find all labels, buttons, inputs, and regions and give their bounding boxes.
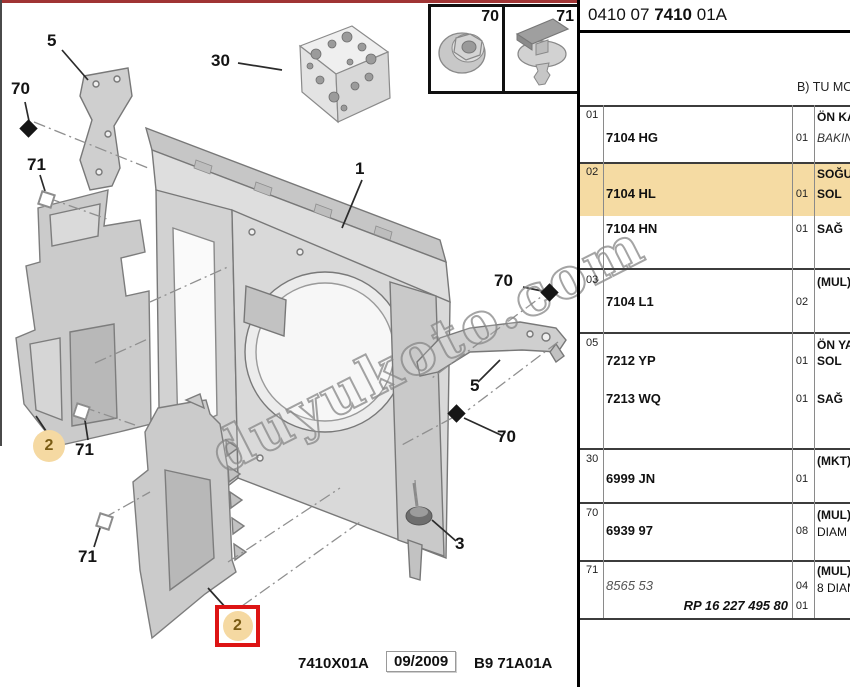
model-note: B) TU MO <box>796 80 850 94</box>
row-line <box>580 618 850 620</box>
column-line-qty <box>792 105 793 618</box>
highlighted-row-band <box>580 164 850 216</box>
row30-desc1: (MKT) <box>817 454 850 468</box>
row02-qty: 01 <box>795 188 809 200</box>
callout-70-bottom-right[interactable]: 70 <box>497 427 516 446</box>
row-line <box>580 162 850 164</box>
row70-desc2: DIAM <box>817 525 847 539</box>
row-line <box>580 560 850 562</box>
column-line-ref <box>603 105 604 618</box>
row30-qty: 01 <box>795 473 809 485</box>
row71-desc1: (MUL) <box>817 564 850 578</box>
row05b-qty: 01 <box>795 393 809 405</box>
row70-ref[interactable]: 70 <box>586 507 599 519</box>
callout-30[interactable]: 30 <box>211 51 230 70</box>
row71-part[interactable]: 8565 53 <box>606 578 653 593</box>
column-line-desc <box>814 105 815 618</box>
row01-part[interactable]: 7104 HG <box>606 130 659 145</box>
row70-desc1: (MUL) <box>817 508 850 522</box>
callout-2-selection-box[interactable]: 2 <box>215 605 260 647</box>
row03-part[interactable]: 7104 L1 <box>606 294 654 309</box>
row71-desc2: 8 DIAM <box>817 581 850 595</box>
parts-table: 0410 07 7410 01A B) TU MO 01 7104 HG 01 … <box>577 0 850 687</box>
part-5-right-bracket <box>416 321 567 377</box>
row03-qty: 02 <box>795 296 809 308</box>
row-line <box>580 105 850 107</box>
callout-5-left[interactable]: 5 <box>47 31 57 50</box>
part-30-hardware-kit <box>298 25 391 124</box>
part-3-grommet <box>405 482 433 526</box>
part-5-left-bracket <box>79 67 133 191</box>
row05-desc2: SOL <box>817 354 842 368</box>
callout-2-bottom-highlighted[interactable]: 2 <box>222 611 253 641</box>
row71-ref[interactable]: 71 <box>586 564 599 576</box>
title-suffix: 01A <box>692 5 727 24</box>
inset-nut-70: 70 <box>428 4 505 94</box>
row05b-part[interactable]: 7213 WQ <box>606 391 661 406</box>
row02-part[interactable]: 7104 HL <box>606 186 656 201</box>
row05-part[interactable]: 7212 YP <box>606 353 656 368</box>
inset-clip-71: 71 <box>502 4 580 94</box>
row71-rp-number[interactable]: RP 16 227 495 80 <box>683 598 788 613</box>
caption-ref: B9 71A01A <box>474 655 553 672</box>
inset-70-label: 70 <box>481 8 499 25</box>
row05-desc1: ÖN YA <box>817 338 850 352</box>
row05b-desc: SAĞ <box>817 392 844 406</box>
row02-desc1: SOĞU <box>817 167 850 181</box>
callout-5-right[interactable]: 5 <box>470 376 480 395</box>
inset-71-label: 71 <box>556 8 574 25</box>
part-2-lower-deflector <box>132 393 248 640</box>
row71-qty: 04 <box>795 580 809 592</box>
row03-ref[interactable]: 03 <box>586 274 599 286</box>
row03-desc1: (MUL) <box>817 275 850 289</box>
row02b-qty: 01 <box>795 223 809 235</box>
row-line <box>580 502 850 504</box>
row01-desc1: ÖN KA <box>817 110 850 124</box>
row01-qty: 01 <box>795 132 809 144</box>
row05-qty: 01 <box>795 355 809 367</box>
row02-ref[interactable]: 02 <box>586 166 599 178</box>
callout-71-bottom-left[interactable]: 71 <box>78 547 97 566</box>
row-line <box>580 448 850 450</box>
title-bold: 7410 <box>654 5 693 24</box>
row-line <box>580 268 850 270</box>
clip-icon <box>515 18 570 86</box>
callout-71-top-left[interactable]: 71 <box>27 155 46 174</box>
nut-icon <box>438 32 486 74</box>
top-red-border <box>0 0 578 3</box>
row30-part[interactable]: 6999 JN <box>606 471 656 486</box>
part-2-left-deflector <box>15 189 152 447</box>
row71-rp-qty: 01 <box>795 600 809 612</box>
row02b-desc: SAĞ <box>817 222 844 236</box>
row05-ref[interactable]: 05 <box>586 337 599 349</box>
title-divider <box>580 30 850 33</box>
page-title: 0410 07 7410 01A <box>588 5 727 25</box>
row30-ref[interactable]: 30 <box>586 453 599 465</box>
row02b-part[interactable]: 7104 HN <box>606 221 658 236</box>
callout-3[interactable]: 3 <box>455 534 465 553</box>
row-line <box>580 332 850 334</box>
exploded-diagram <box>15 25 567 640</box>
phantom-lines <box>33 121 559 607</box>
caption-date: 09/2009 <box>386 651 457 672</box>
callout-71-mid-left[interactable]: 71 <box>75 440 94 459</box>
callout-70-top-left[interactable]: 70 <box>11 79 30 98</box>
row70-qty: 08 <box>795 525 809 537</box>
row01-ref[interactable]: 01 <box>586 109 599 121</box>
callout-70-top-right[interactable]: 70 <box>494 271 513 290</box>
left-dark-border <box>0 0 2 446</box>
row70-part[interactable]: 6939 97 <box>606 523 653 538</box>
caption-code: 7410X01A <box>298 655 369 672</box>
leader-lines <box>24 49 543 609</box>
callout-1[interactable]: 1 <box>355 159 365 178</box>
row01-desc2: BAKIN <box>817 131 850 145</box>
title-prefix: 0410 07 <box>588 5 655 24</box>
row02-desc2: SOL <box>817 187 842 201</box>
callout-2-left-highlighted[interactable]: 2 <box>33 430 65 462</box>
